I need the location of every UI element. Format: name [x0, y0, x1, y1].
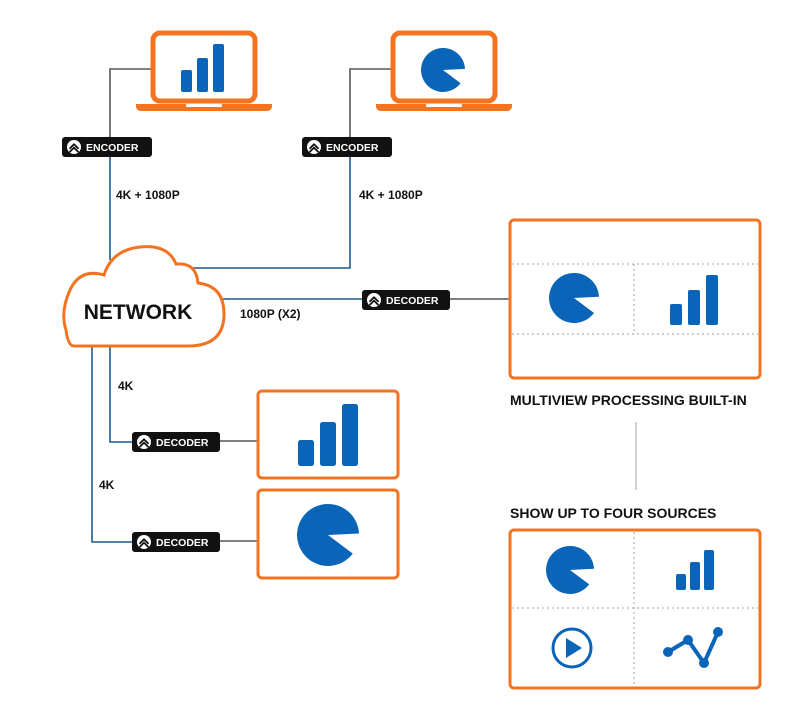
- multiview-caption: MULTIVIEW PROCESSING BUILT-IN: [510, 392, 747, 408]
- badge-label: ENCODER: [326, 142, 379, 154]
- encoder2-resolution-label: 4K + 1080P: [359, 188, 423, 202]
- laptop2-lead: [349, 68, 393, 137]
- output2-resolution-label: 4K: [99, 478, 115, 492]
- bar-chart-icon: [181, 44, 224, 92]
- play-icon: [551, 627, 593, 669]
- badge-label: DECODER: [156, 537, 209, 549]
- badge-label: ENCODER: [86, 142, 139, 154]
- logo-icon: [66, 139, 82, 155]
- output-display-1: [256, 389, 400, 480]
- laptop-base: [376, 104, 512, 111]
- logo-icon: [136, 534, 152, 550]
- output-decoder-badge-1: DECODER: [132, 432, 220, 452]
- laptop1-lead: [109, 68, 153, 137]
- multiview-decoder-badge: DECODER: [362, 290, 450, 310]
- quad-caption: SHOW UP TO FOUR SOURCES: [510, 505, 716, 521]
- cloud-icon: [62, 245, 226, 348]
- line-chart-icon: [663, 627, 723, 668]
- badge-label: DECODER: [386, 295, 439, 307]
- output2-network-link: [91, 345, 132, 543]
- encoder1-resolution-label: 4K + 1080P: [116, 188, 180, 202]
- quad-display: [508, 528, 762, 690]
- badge-label: DECODER: [156, 437, 209, 449]
- network-cloud: NETWORK: [62, 245, 226, 348]
- logo-icon: [306, 139, 322, 155]
- output1-network-link: [109, 345, 132, 443]
- logo-icon: [366, 292, 382, 308]
- output-decoder-badge-2: DECODER: [132, 532, 220, 552]
- network-label: NETWORK: [84, 301, 193, 324]
- output-display-2: [256, 488, 400, 580]
- laptop-source-1: [136, 30, 272, 111]
- output1-resolution-label: 4K: [118, 379, 134, 393]
- logo-icon: [136, 434, 152, 450]
- laptop-base: [136, 104, 272, 111]
- laptop-source-2: [376, 30, 512, 111]
- multiview-link-label: 1080P (X2): [240, 307, 301, 321]
- multiview-display: [508, 218, 762, 380]
- encoder-badge-1: ENCODER: [62, 137, 152, 157]
- encoder-badge-2: ENCODER: [302, 137, 392, 157]
